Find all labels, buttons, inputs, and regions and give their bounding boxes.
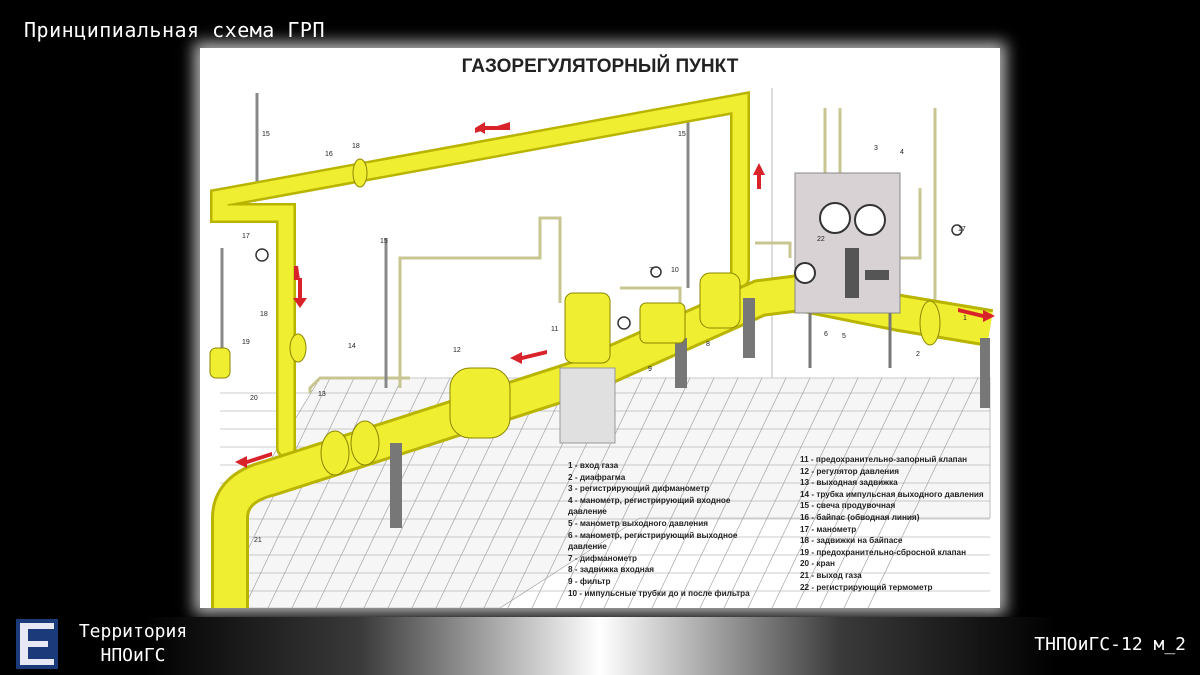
grid-line	[699, 377, 811, 608]
grid-line	[459, 377, 571, 608]
diagram-title: ГАЗОРЕГУЛЯТОРНЫЙ ПУНКТ	[461, 56, 739, 77]
grid-line	[747, 377, 859, 608]
legend-item: 17 - манометр	[800, 524, 857, 534]
callout-number: 19	[242, 339, 250, 346]
legend-item: 3 - регистрирующий дифманометр	[568, 484, 710, 494]
legend-item: 21 - выход газа	[800, 570, 862, 580]
callout-number: 5	[842, 333, 846, 340]
main-pipe	[211, 273, 994, 608]
grid-line	[603, 377, 715, 608]
grid-line	[771, 377, 883, 608]
grid-line	[435, 377, 547, 608]
legend-item: 8 - задвижка входная	[568, 565, 655, 575]
grid-line	[555, 377, 667, 608]
grid-line	[531, 377, 643, 608]
legend-item: 13 - выходная задвижка	[800, 478, 898, 488]
callout-number: 17	[958, 226, 966, 233]
slide-title: Принципиальная схема ГРП	[24, 18, 325, 42]
callout-number: 1	[963, 315, 967, 322]
grid-line	[579, 377, 691, 608]
legend-item: 9 - фильтр	[568, 576, 611, 586]
callout-number: 11	[551, 326, 558, 333]
callout-number: 15	[262, 131, 270, 138]
legend-item: 7 - дифманометр	[568, 553, 637, 563]
legend-item: 12 - регулятор давления	[800, 466, 900, 476]
legend-item: 14 - трубка импульсная выходного давлени…	[800, 489, 984, 499]
callout-number: 21	[254, 537, 262, 544]
flow-arrows	[235, 122, 995, 468]
callout-number: 18	[260, 311, 268, 318]
grid-line	[627, 377, 739, 608]
callout-number: 17	[242, 233, 250, 240]
callout-number: 15	[380, 238, 388, 245]
grid-line	[723, 377, 835, 608]
bypass-pipe	[210, 91, 750, 458]
callout-number: 4	[900, 149, 904, 156]
legend-item: 1 - вход газа	[568, 461, 619, 470]
legend-item: 18 - задвижки на байпасе	[800, 536, 903, 546]
legend-item: 19 - предохранительно-сбросной клапан	[800, 547, 967, 557]
callout-number: 10	[671, 267, 679, 274]
callout-number: 20	[250, 395, 258, 402]
equipment	[209, 158, 941, 476]
footer-bar	[0, 617, 1200, 675]
callout-number: 9	[648, 366, 652, 373]
callout-number: 6	[824, 331, 828, 338]
legend-left: 1 - вход газа 2 - диафрагма 3 - регистри…	[568, 460, 768, 599]
callout-number: 15	[678, 131, 686, 138]
grid-line	[651, 377, 763, 608]
brand-line-1: Территория	[78, 621, 188, 642]
legend-item: 22 - регистрирующий термометр	[800, 582, 933, 592]
brand-line-2: НПОиГС	[100, 645, 166, 666]
regulator-pedestal	[559, 367, 616, 444]
grid-line	[843, 377, 955, 608]
grid-line	[291, 377, 403, 608]
instrument-cabinet	[794, 172, 901, 368]
grid-line	[819, 377, 931, 608]
callout-number: 12	[453, 347, 461, 354]
callout-number: 16	[325, 151, 333, 158]
brand-name: Территория НПОиГС	[68, 620, 198, 668]
grid-line	[795, 377, 907, 608]
slide-code: ТНПОиГС-12 м_2	[1034, 634, 1186, 655]
callout-number: 7	[649, 267, 653, 274]
grid-line	[243, 377, 355, 608]
legend-item: 6 - манометр, регистрирующий выходное да…	[568, 530, 738, 552]
logo-icon	[16, 619, 58, 669]
legend-item: 20 - кран	[800, 559, 835, 569]
grid-line	[267, 377, 379, 608]
legend-item: 5 - манометр выходного давления	[568, 518, 709, 528]
callout-number: 8	[706, 341, 710, 348]
callout-number: 14	[348, 343, 356, 350]
callout-number: 3	[874, 145, 878, 152]
legend-item: 2 - диафрагма	[568, 472, 626, 482]
legend-right: 11 - предохранительно-запорный клапан 12…	[800, 454, 1000, 593]
legend-item: 10 - импульсные трубки до и после фильтр…	[568, 588, 750, 598]
legend-item: 11 - предохранительно-запорный клапан	[800, 455, 968, 464]
legend-item: 15 - свеча продувочная	[800, 501, 896, 511]
callout-number: 2	[916, 351, 920, 358]
gauges	[255, 224, 963, 330]
callout-number: 13	[318, 391, 326, 398]
legend-item: 4 - манометр, регистрирующий входное дав…	[568, 495, 731, 517]
callout-number: 22	[817, 236, 825, 243]
callout-number: 18	[352, 143, 360, 150]
legend-item: 16 - байпас (обводная линия)	[800, 512, 920, 522]
grid-line	[867, 377, 979, 608]
pipe-supports	[390, 298, 990, 528]
grid-line	[675, 377, 787, 608]
